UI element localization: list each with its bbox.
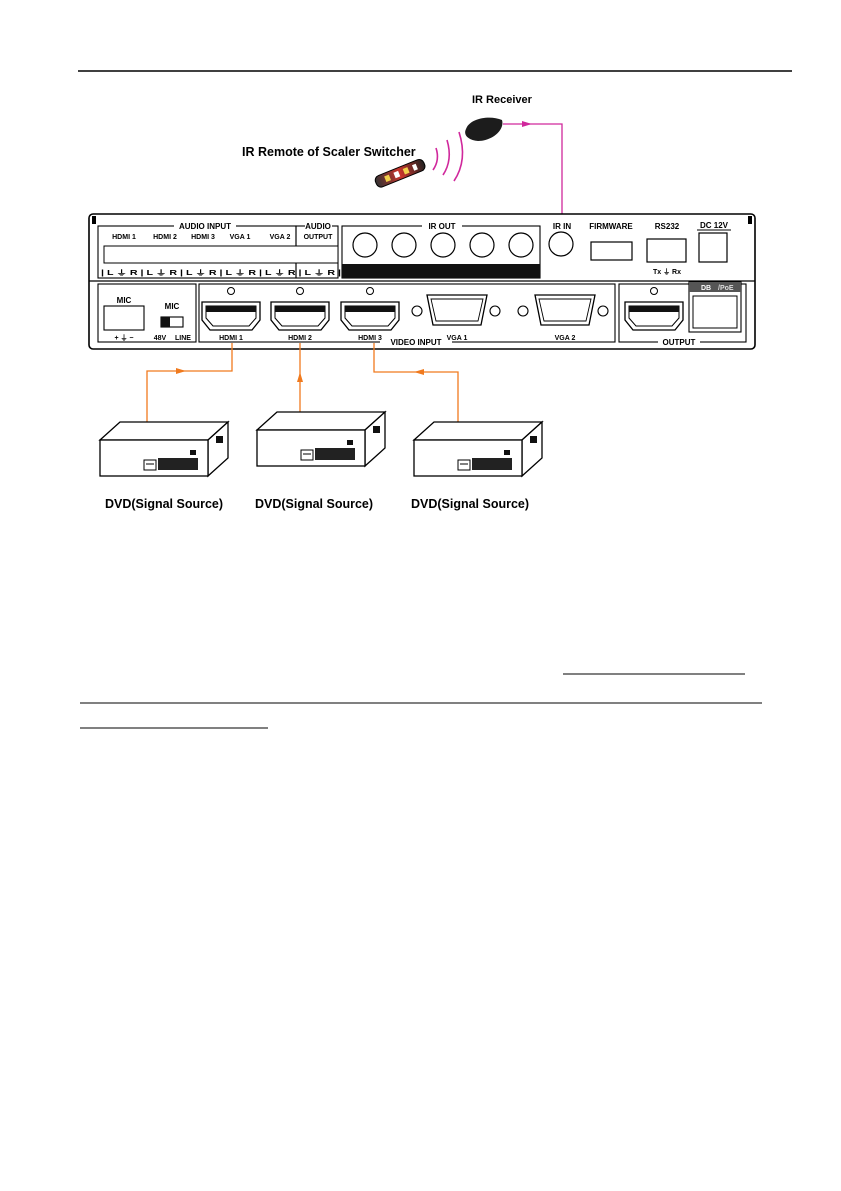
audio-input-label-vga2: VGA 2 [270,234,291,241]
db-label: DB [701,285,711,292]
vga1-screw-right [489,305,501,317]
hdmi-cable-2-arrow [297,372,303,382]
ir-out-port-5 [508,232,534,258]
hdmi1-port [201,301,261,331]
hdmi-cable-3-arrow [414,369,424,375]
ipoe-label: /PoE [718,285,734,292]
audio-input-label-hdmi3: HDMI 3 [191,234,215,241]
mic-switch-title: MIC [165,302,180,311]
ir-out-port-2 [391,232,417,258]
output-title: OUTPUT [663,338,696,347]
ir-receiver-icon [465,117,503,141]
vga2-port [534,294,596,326]
hdmi2-port [270,301,330,331]
vga2-port-label: VGA 2 [555,335,576,342]
output-hdmi-led [650,287,658,295]
vga2-screw-right [597,305,609,317]
ir-remote-label: IR Remote of Scaler Switcher [242,145,416,159]
hdmi-cable-1 [146,343,233,430]
mic-section: MIC + ⏚ − MIC 48V LINE [97,283,197,343]
firmware-port [590,241,633,261]
dvd-source-2-icon [256,411,386,467]
hdmi1-port-label: HDMI 1 [219,335,243,342]
dc-title: DC 12V [700,221,729,230]
dvd-source-3-icon [413,421,543,477]
vga2-screw-left [517,305,529,317]
hdmi1-led [227,287,235,295]
dvd-source-1-label: DVD(Signal Source) [105,497,223,511]
vga1-port-label: VGA 1 [447,335,468,342]
mic-pin-label: + ⏚ − [114,334,133,342]
ir-out-port-3 [430,232,456,258]
audio-output-title-line2: OUTPUT [304,234,334,241]
rs232-title: RS232 [655,222,680,231]
ir-receiver-label: IR Receiver [472,94,533,106]
ir-in-section: IR IN [548,222,574,257]
audio-channel-row: | L ⏚ R | L ⏚ R | L ⏚ R | L ⏚ R | L ⏚ R … [101,269,341,277]
audio-input-label-hdmi1: HDMI 1 [112,234,136,241]
hdmi3-port [340,301,400,331]
dc-power-section: DC 12V [697,221,731,263]
rs232-section: RS232 Tx ⏚ Rx [646,222,687,276]
dc-power-jack [698,232,728,263]
dvd-source-2-label: DVD(Signal Source) [255,497,373,511]
ir-out-title: IR OUT [428,222,455,231]
ir-out-port-4 [469,232,495,258]
ir-signal-waves-icon [432,131,464,182]
audio-input-section: AUDIO INPUT AUDIO OUTPUT HDMI 1 HDMI 2 H… [97,222,341,279]
mic-switch-right-label: LINE [175,335,191,342]
ir-in-port [548,231,574,257]
hdmi2-led [296,287,304,295]
device-mount-hole-top-left [92,216,96,224]
mic-title: MIC [117,296,132,305]
ir-cable [503,123,563,227]
ir-out-section: IR OUT [341,221,541,279]
video-input-title: VIDEO INPUT [390,338,441,347]
mic-switch-left-label: 48V [154,335,167,342]
hdmi3-led [366,287,374,295]
ir-remote-icon [374,158,426,188]
hdmi3-port-label: HDMI 3 [358,335,382,342]
firmware-title: FIRMWARE [589,222,633,231]
audio-input-label-hdmi2: HDMI 2 [153,234,177,241]
hdmi-cable-3 [373,343,459,430]
video-input-section: VIDEO INPUT HDMI 1 HDMI 2 HDMI 3 VGA 1 V… [198,283,616,347]
ir-in-title: IR IN [553,222,571,231]
vga1-port [426,294,488,326]
mic-input-jack [103,305,145,331]
firmware-section: FIRMWARE [589,222,633,261]
output-hdmi-port [624,301,684,331]
dvd-source-3-label: DVD(Signal Source) [411,497,529,511]
dvd-source-1-icon [99,421,229,477]
hdmi2-port-label: HDMI 2 [288,335,312,342]
hdmi-cable-1-arrow [176,368,186,374]
rs232-pin-label: Tx ⏚ Rx [653,268,681,276]
audio-output-title-line1: AUDIO [305,222,331,231]
audio-input-label-vga1: VGA 1 [230,234,251,241]
ir-cable-arrow [522,121,532,127]
vga1-screw-left [411,305,423,317]
ir-out-port-1 [352,232,378,258]
device-mount-hole-top-right [748,216,752,224]
rs232-port [646,238,687,263]
output-section: OUTPUT DB /PoE [618,281,747,347]
audio-input-title: AUDIO INPUT [179,222,231,231]
